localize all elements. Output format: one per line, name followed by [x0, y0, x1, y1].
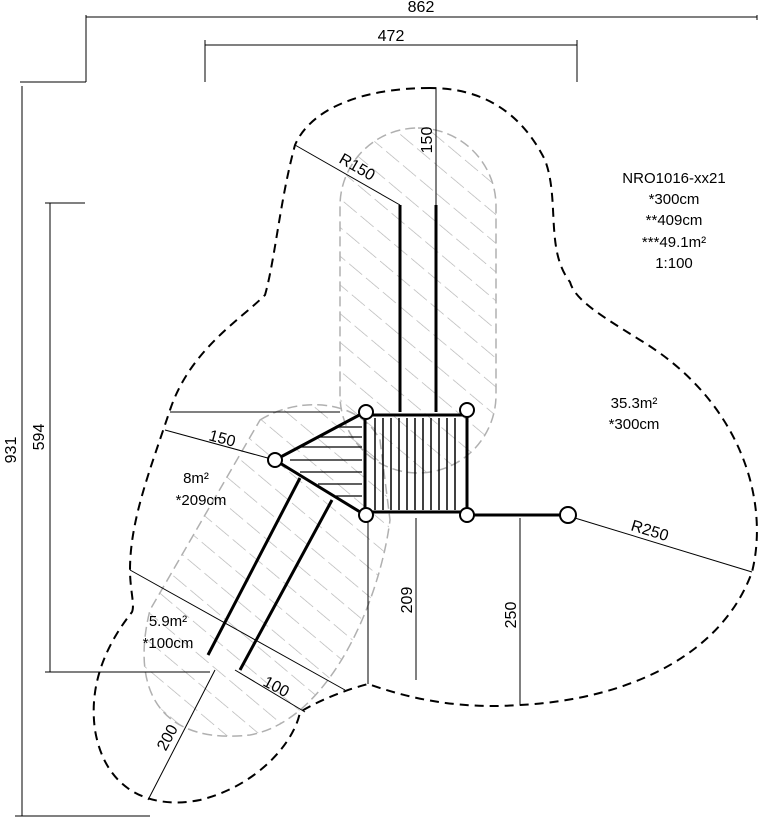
dim-209: 209: [399, 587, 416, 614]
dim-top-clearance: 150: [419, 127, 436, 154]
product-height: *300cm: [649, 191, 700, 208]
zone-2-height: *209cm: [176, 492, 227, 509]
product-fall-height: **409cm: [646, 212, 703, 229]
safety-zone-outline: [92, 86, 758, 804]
zone-2-area: 8m²: [183, 470, 209, 487]
fall-zone-hatch: [143, 127, 497, 737]
product-area: ***49.1m²: [642, 234, 706, 251]
zone-1-area: 35.3m²: [611, 395, 658, 412]
dim-inner-width: 472: [378, 28, 405, 45]
dim-overall-width: 862: [408, 0, 435, 16]
product-info: NRO1016-xx21 *300cm **409cm ***49.1m² 1:…: [622, 170, 725, 272]
zone-3-area: 5.9m²: [149, 613, 187, 630]
dim-left-height: 594: [31, 424, 48, 451]
zone-1-height: *300cm: [609, 416, 660, 433]
dim-slide-length: 200: [154, 722, 182, 754]
dim-overall-height: 931: [3, 437, 20, 464]
dimension-lines: [15, 15, 758, 817]
product-scale: 1:100: [655, 255, 693, 272]
zone-3-height: *100cm: [143, 635, 194, 652]
play-structure: [206, 205, 577, 671]
dim-250: 250: [503, 602, 520, 629]
product-code: NRO1016-xx21: [622, 170, 725, 187]
dim-left-clearance: 150: [207, 427, 237, 450]
